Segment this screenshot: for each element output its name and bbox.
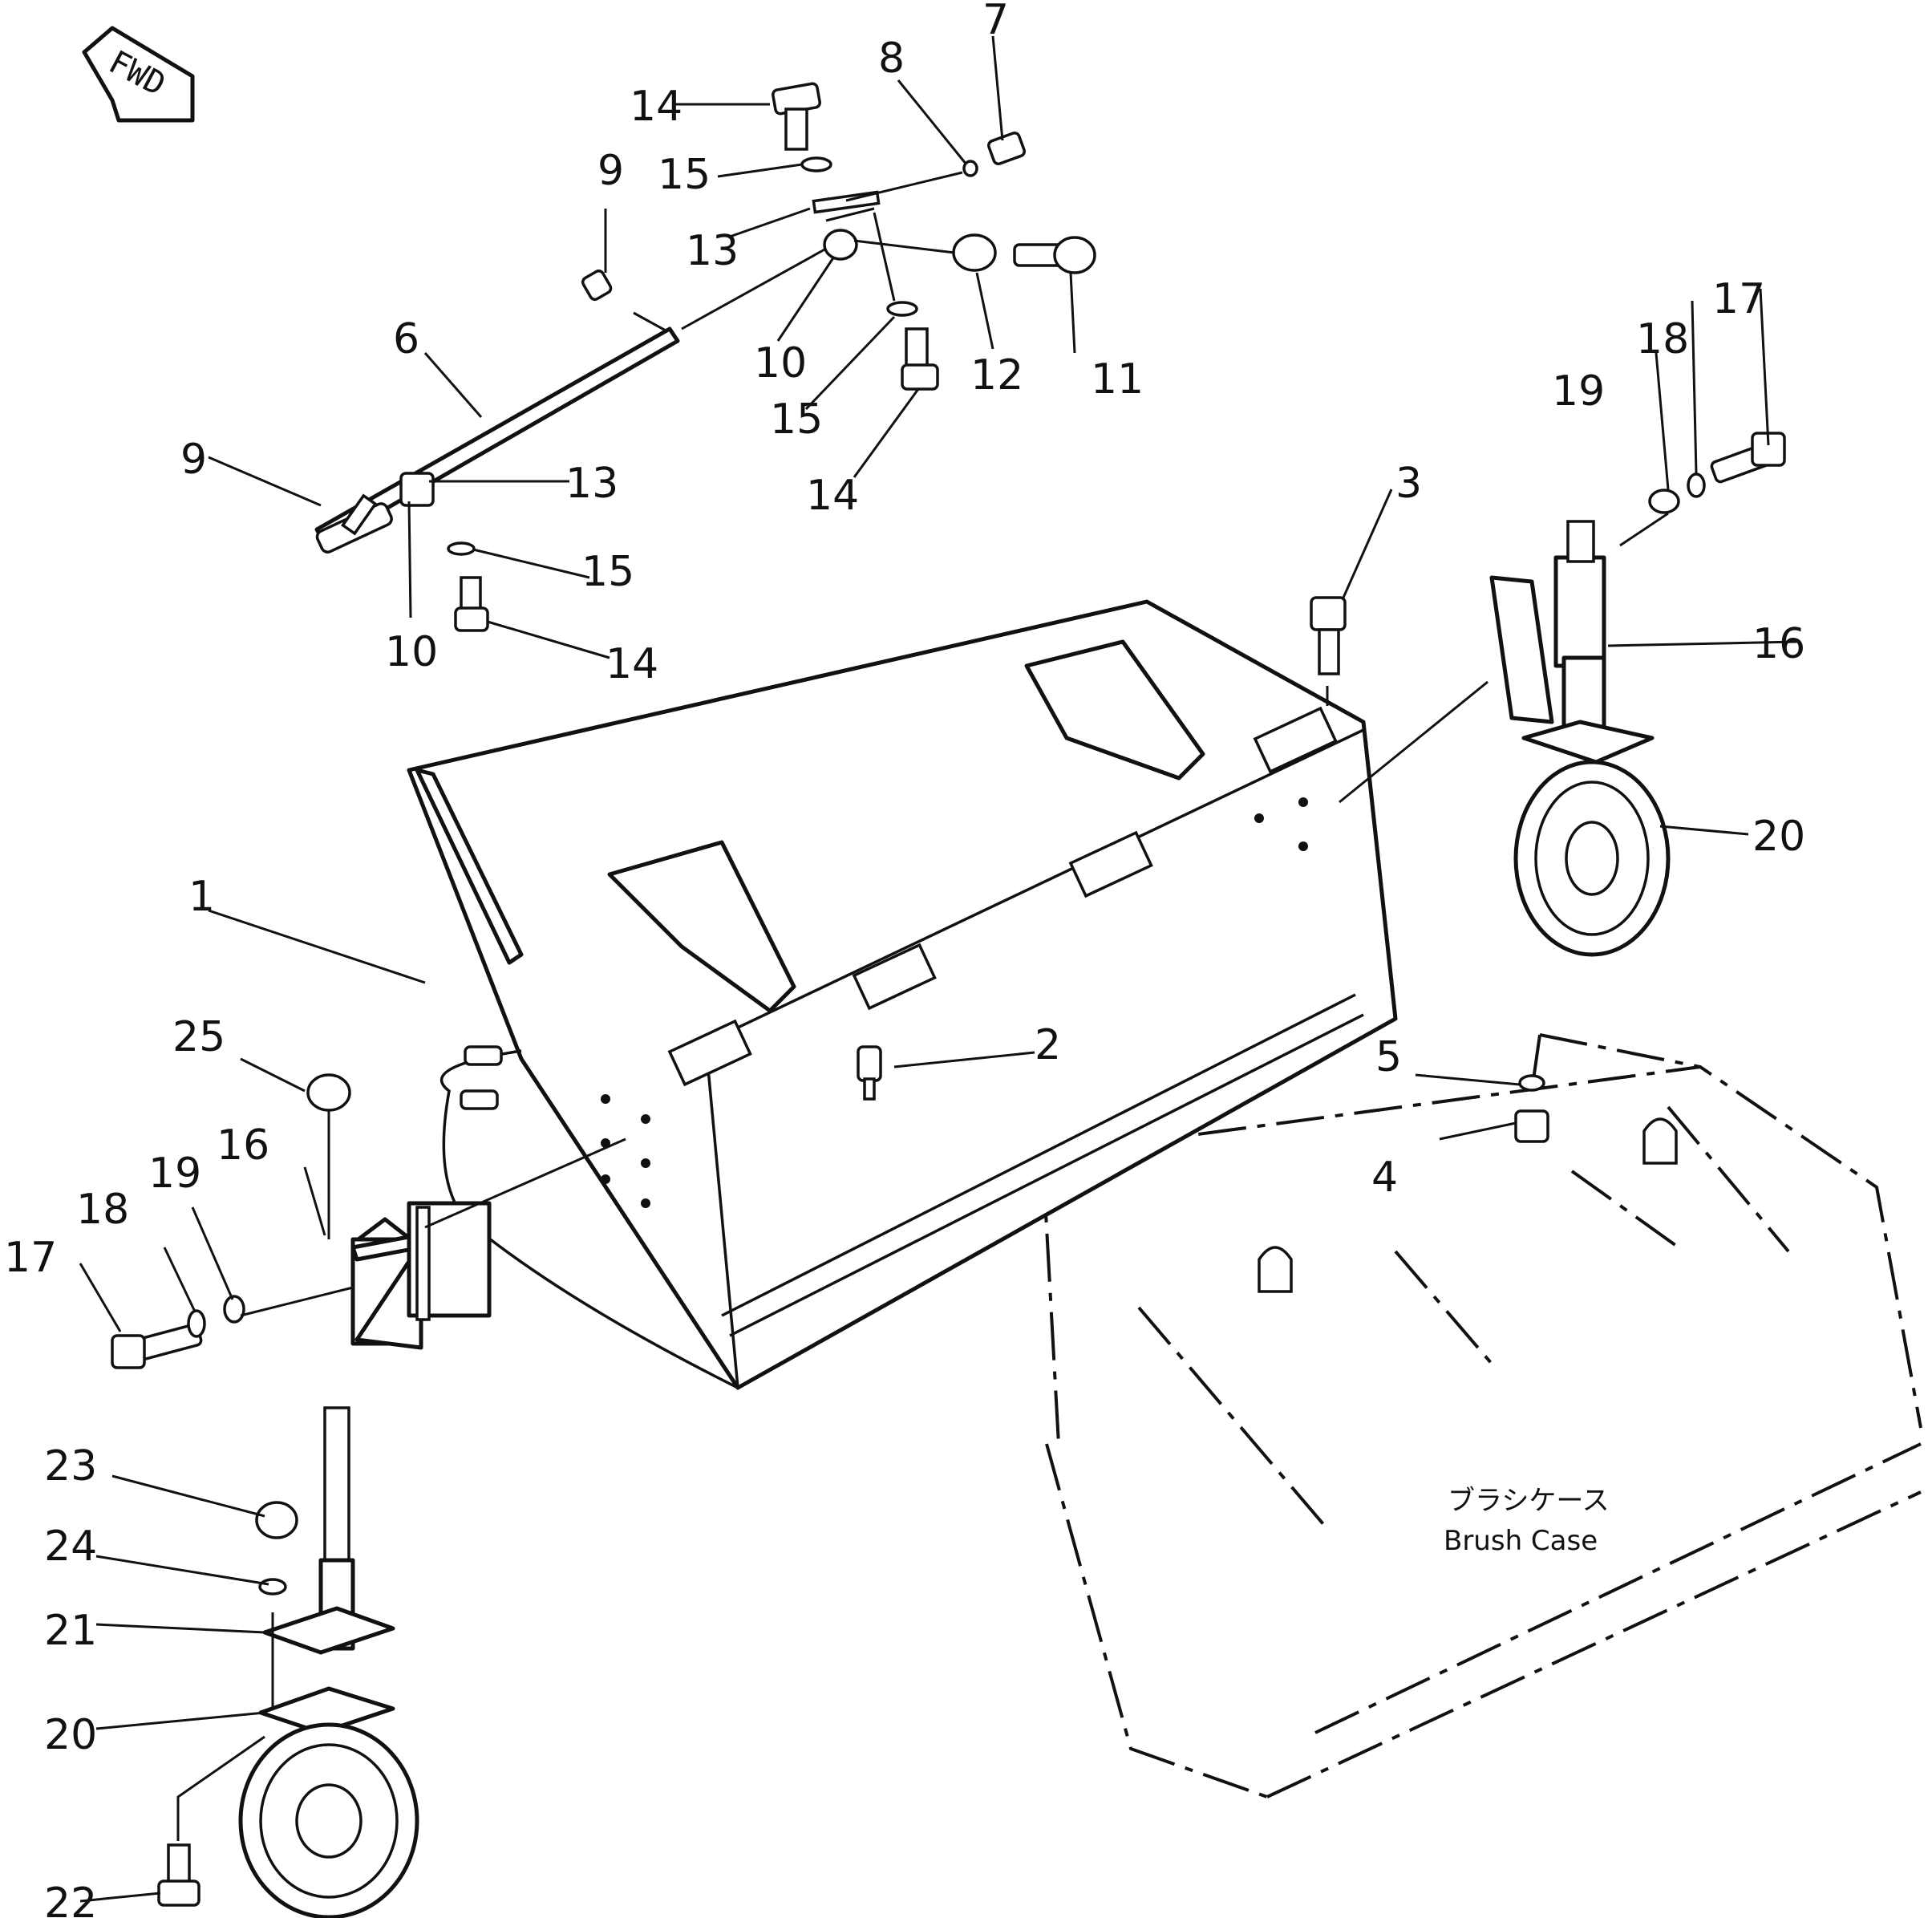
callout-2: 2 — [1035, 1021, 1061, 1069]
hopper-body — [407, 599, 1398, 1390]
callout-15b: 15 — [770, 395, 823, 444]
callout-15a: 15 — [658, 151, 711, 199]
callout-6: 6 — [393, 315, 419, 363]
callout-10a: 10 — [754, 339, 807, 387]
callout-17a: 17 — [1712, 275, 1765, 323]
callout-3: 3 — [1395, 460, 1422, 508]
callout-18b: 18 — [76, 1186, 129, 1234]
callout-1: 1 — [188, 873, 215, 921]
callout-5: 5 — [1375, 1033, 1402, 1081]
callout-14c: 14 — [606, 640, 658, 688]
callout-25: 25 — [172, 1013, 225, 1061]
right-caster-jack — [857, 432, 1786, 1143]
callout-14b: 14 — [806, 472, 859, 520]
callout-11: 11 — [1091, 355, 1144, 403]
lock-rod-assembly — [314, 82, 1096, 632]
leader-lines — [79, 35, 1797, 1903]
forward-direction-arrow: FWD — [82, 26, 195, 123]
callout-22: 22 — [44, 1879, 97, 1918]
callout-17b: 17 — [4, 1234, 57, 1282]
callout-19a: 19 — [1552, 367, 1605, 416]
callout-20b: 20 — [44, 1711, 97, 1759]
callout-18a: 18 — [1636, 315, 1689, 363]
callout-23: 23 — [44, 1442, 97, 1490]
callout-14a: 14 — [630, 83, 682, 131]
callout-16b: 16 — [217, 1121, 269, 1170]
callout-7: 7 — [982, 0, 1009, 44]
callout-9a: 9 — [597, 147, 624, 195]
callout-12: 12 — [970, 351, 1023, 399]
callout-16a: 16 — [1752, 620, 1805, 668]
left-caster-jack — [111, 1073, 626, 1918]
callout-9b: 9 — [180, 436, 207, 484]
callout-15c: 15 — [581, 548, 634, 596]
callout-21: 21 — [44, 1607, 97, 1655]
brush-case-label-jp: ブラシケース — [1448, 1485, 1610, 1517]
callout-13a: 13 — [686, 227, 739, 275]
callout-24: 24 — [44, 1523, 97, 1571]
callout-20a: 20 — [1752, 813, 1805, 861]
callout-19b: 19 — [148, 1150, 201, 1198]
brush-case-outline — [1041, 1033, 1922, 1798]
callout-13b: 13 — [565, 460, 618, 508]
callout-4: 4 — [1371, 1154, 1398, 1202]
callout-8: 8 — [878, 34, 905, 83]
callout-10b: 10 — [385, 628, 438, 676]
callout-labels: 1 2 3 4 5 6 7 8 9 9 10 10 11 12 13 13 14… — [4, 0, 1805, 1918]
brush-case-label-en: Brush Case — [1444, 1525, 1598, 1557]
